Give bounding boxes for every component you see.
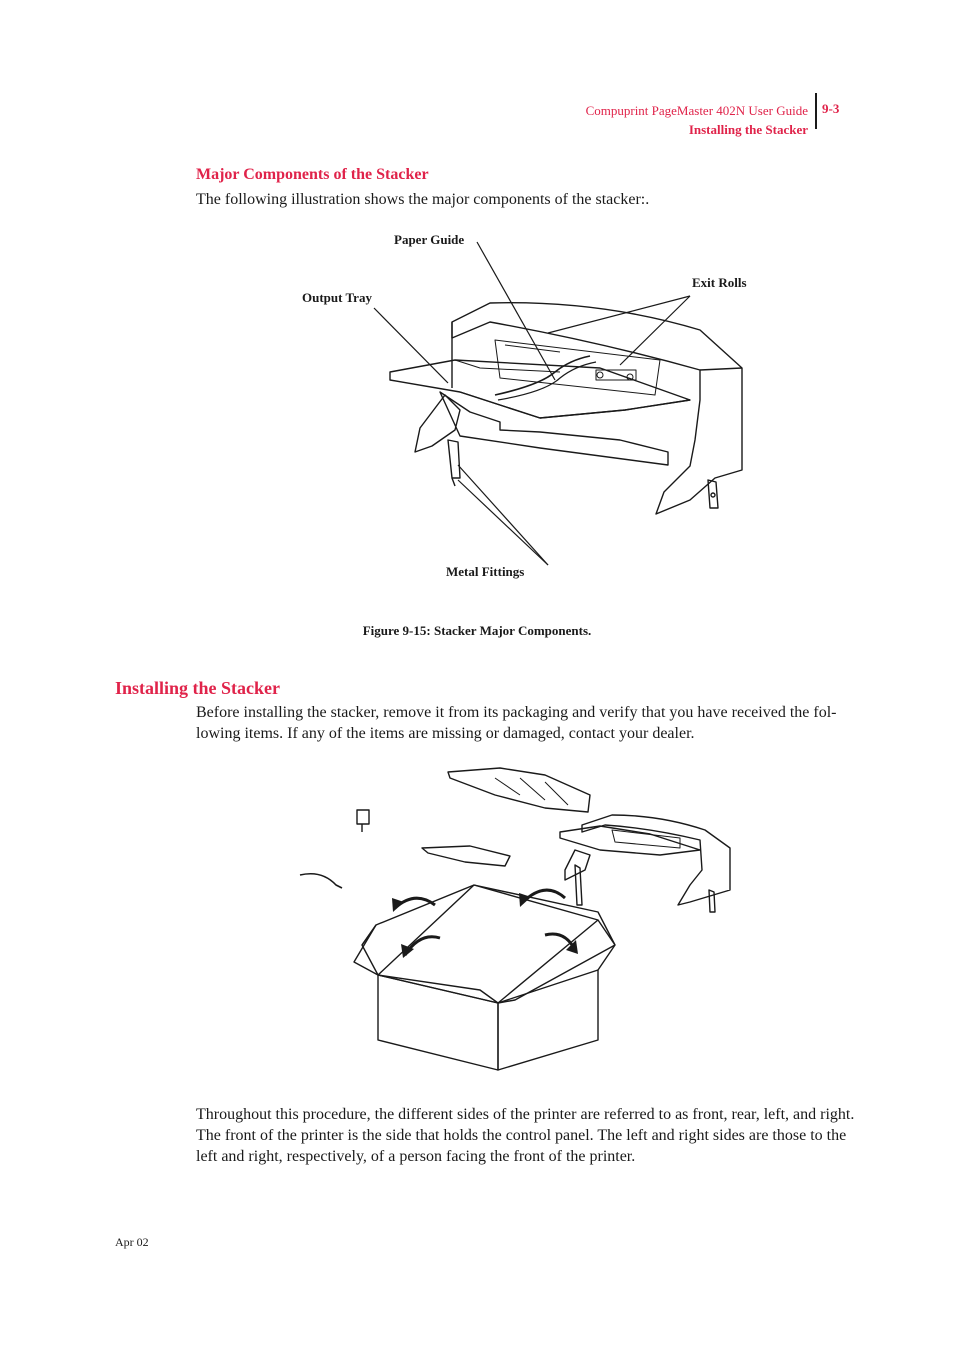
label-paper-guide: Paper Guide — [394, 232, 465, 247]
installing-paragraph-2: Throughout this procedure, the different… — [196, 1106, 855, 1165]
section-title: Installing the Stacker — [688, 122, 808, 137]
header-divider — [815, 93, 817, 129]
major-components-heading: Major Components of the Stacker — [196, 166, 429, 183]
footer-date: Apr 02 — [115, 1235, 149, 1249]
page-number: 9-3 — [822, 101, 840, 116]
major-components-intro: The following illustration shows the maj… — [196, 191, 650, 208]
label-metal-fittings: Metal Fittings — [446, 564, 525, 579]
installing-heading: Installing the Stacker — [115, 678, 281, 698]
figure-caption: Figure 9-15: Stacker Major Components. — [362, 623, 592, 638]
label-output-tray: Output Tray — [302, 290, 372, 305]
running-header: Compuprint PageMaster 402N User Guide In… — [586, 101, 808, 139]
installing-paragraph-1: Before installing the stacker, remove it… — [196, 704, 837, 742]
guide-title: Compuprint PageMaster 402N User Guide — [585, 103, 808, 118]
label-exit-rolls: Exit Rolls — [692, 275, 747, 290]
